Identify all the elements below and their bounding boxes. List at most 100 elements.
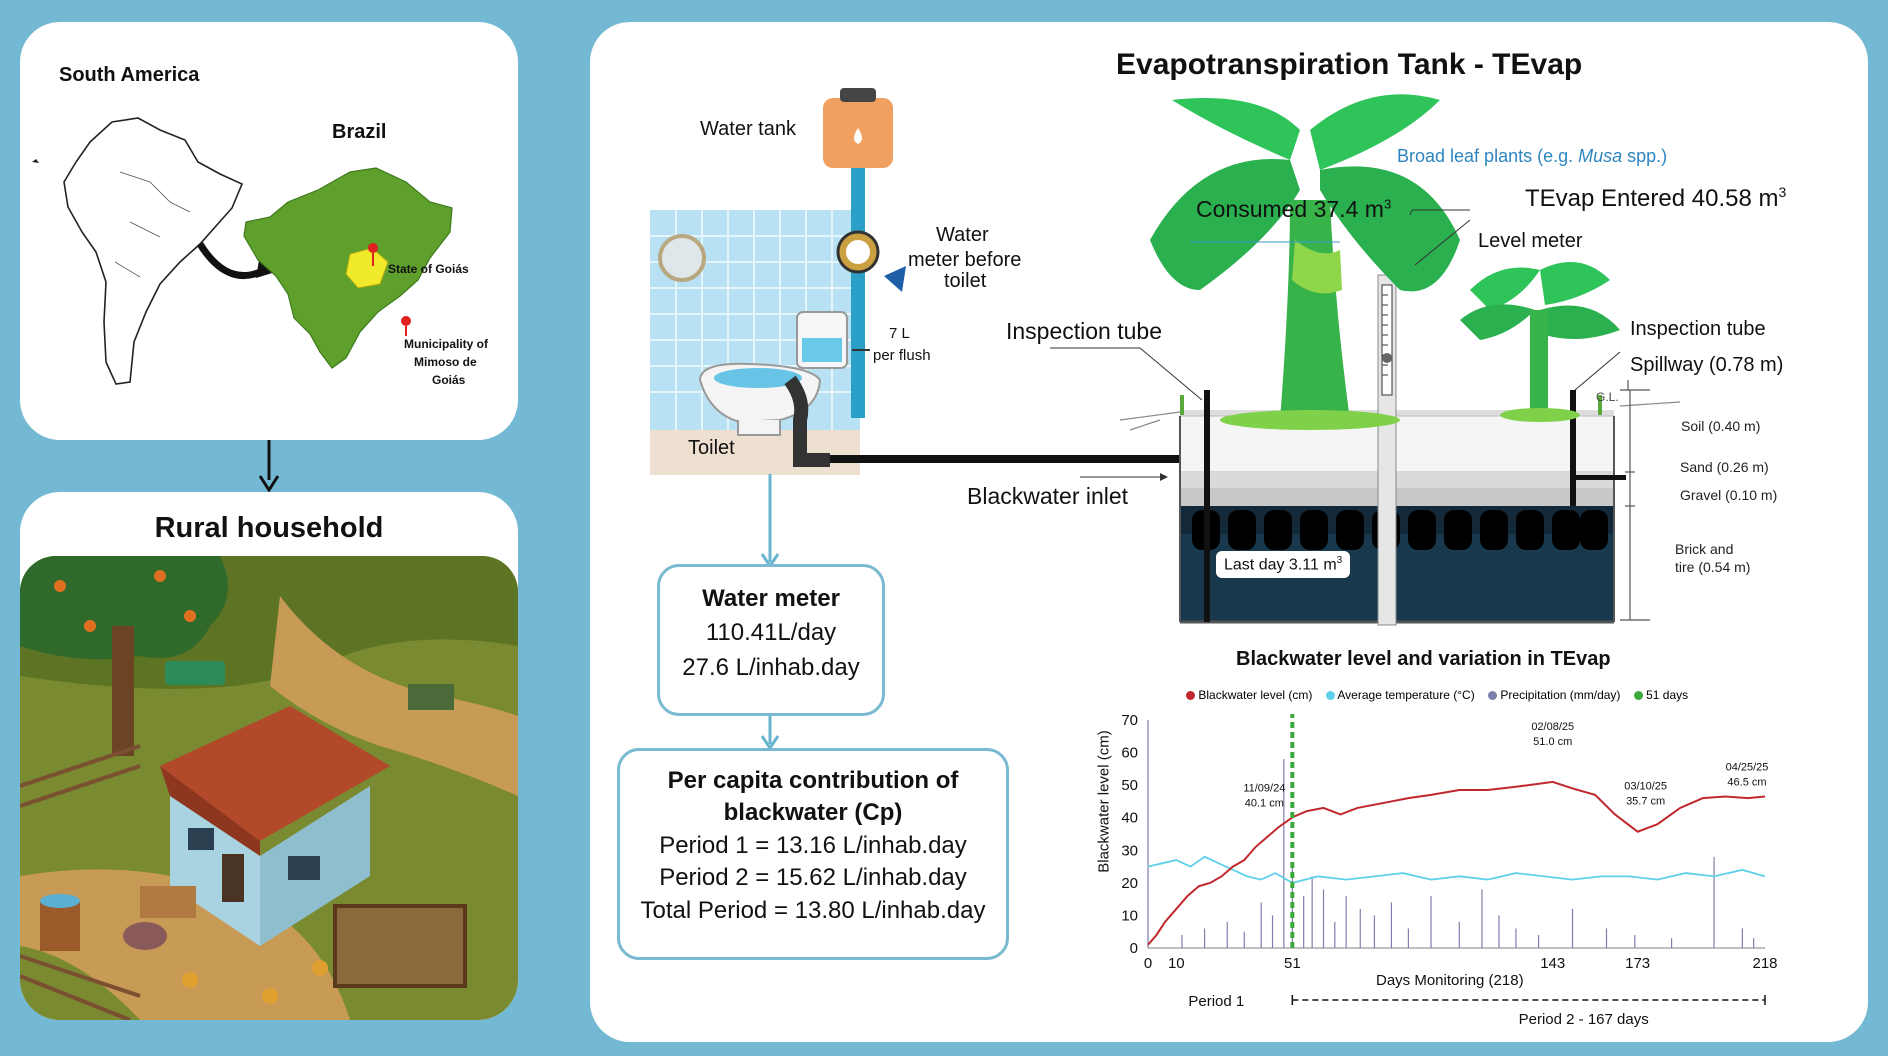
- inspection-tube-left-label: Inspection tube: [1006, 318, 1163, 344]
- temperature-line: [1147, 855, 1766, 884]
- annotation-value: 40.1 cm: [1245, 797, 1284, 809]
- water-meter-daily: 110.41L/day: [705, 619, 837, 647]
- chart-xlabel: Days Monitoring (218): [1376, 972, 1524, 989]
- tank-body: [1179, 410, 1615, 624]
- entered-unit-exp: 3: [1778, 184, 1787, 200]
- map-panel: South America Brazil State of Goiás Muni…: [20, 22, 518, 440]
- per-capita-total: Total Period = 13.80 L/inhab.day: [640, 896, 986, 924]
- water-meter-label-2: meter before: [908, 249, 1022, 271]
- flush-volume-unit: per flush: [873, 347, 931, 364]
- annotation-value: 35.7 cm: [1626, 796, 1665, 808]
- map-to-household-arrow: [258, 440, 280, 493]
- tevap-title: Evapotranspiration Tank - TEvap: [1116, 48, 1583, 81]
- annotation-value: 46.5 cm: [1727, 777, 1766, 789]
- y-tick-label: 70: [1121, 712, 1138, 729]
- flush-volume-label: 7 L: [889, 325, 910, 342]
- y-tick-label: 50: [1121, 777, 1138, 794]
- inspection-tube-right: [1570, 390, 1576, 506]
- y-tick-label: 0: [1130, 940, 1138, 957]
- brick-layer-label-1: Brick and: [1675, 541, 1734, 557]
- spillway-pipe: [1576, 475, 1626, 480]
- annotation-date: 03/10/25: [1624, 781, 1667, 793]
- consumed-value: Consumed 37.4 m: [1196, 196, 1384, 222]
- legend-temp: Average temperature (°C): [1337, 688, 1475, 702]
- x-tick-label: 173: [1625, 955, 1650, 972]
- state-label: State of Goiás: [388, 262, 469, 276]
- annotation-date: 02/08/25: [1531, 721, 1574, 733]
- chart-title: Blackwater level and variation in TEvap: [1236, 648, 1611, 670]
- state-pin-icon: [368, 243, 378, 253]
- entered-value: TEvap Entered 40.58 m: [1525, 185, 1779, 212]
- x-tick-label: 143: [1540, 955, 1565, 972]
- legend-day51-swatch: [1633, 691, 1643, 701]
- water-tank-label: Water tank: [700, 118, 796, 140]
- legend-temp-swatch: [1325, 691, 1335, 701]
- municipality-pin-icon: [401, 316, 411, 326]
- municipality-label-1: Municipality of: [404, 337, 488, 351]
- consumed-unit-exp: 3: [1383, 196, 1392, 212]
- legend-level-swatch: [1186, 691, 1195, 701]
- y-tick-label: 60: [1121, 745, 1138, 762]
- country-label: Brazil: [332, 121, 387, 143]
- map-illustration: [32, 117, 453, 385]
- y-tick-label: 30: [1121, 842, 1138, 859]
- per-capita-box: Per capita contribution of blackwater (C…: [617, 748, 1009, 960]
- water-meter-per-capita: 27.6 L/inhab.day: [682, 653, 860, 681]
- soil-layer-label: Soil (0.40 m): [1681, 418, 1761, 434]
- toilet-system-illustration: [650, 88, 906, 480]
- consumed-label: Consumed 37.4 m3: [1196, 196, 1391, 223]
- water-meter-title: Water meter: [702, 585, 840, 612]
- annotation-date: 04/25/25: [1726, 762, 1769, 774]
- annotation-date: 11/09/24: [1243, 782, 1285, 794]
- blackwater-level-line: [1147, 780, 1766, 946]
- drain-pipe: [784, 375, 830, 467]
- gravel-layer-label: Gravel (0.10 m): [1680, 487, 1778, 503]
- blackwater-inlet-pipe: [830, 455, 1230, 463]
- x-tick-label: 218: [1752, 955, 1777, 972]
- brick-layer-label-2: tire (0.54 m): [1675, 559, 1751, 575]
- broad-leaf-plant-large: [1150, 94, 1460, 430]
- inspection-tube-left: [1204, 390, 1210, 622]
- broad-leaf-plant-small: [1460, 262, 1620, 422]
- legend-precip: Precipitation (mm/day): [1500, 688, 1621, 702]
- last-day-label: Last day 3.11 m3: [1216, 551, 1351, 579]
- plants-label-suffix: spp.): [1622, 146, 1668, 166]
- mirror-icon: [658, 234, 706, 282]
- household-illustration: [20, 556, 518, 1020]
- x-tick-label: 51: [1284, 955, 1301, 972]
- municipality-label-2: Mimoso de: [414, 355, 477, 369]
- toilet-label: Toilet: [688, 437, 735, 459]
- blackwater-inlet-label: Blackwater inlet: [967, 483, 1129, 509]
- supply-pipe: [851, 168, 865, 418]
- spillway-label: Spillway (0.78 m): [1630, 354, 1784, 376]
- legend-level: Blackwater level (cm): [1198, 688, 1313, 702]
- y-tick-label: 10: [1121, 907, 1138, 924]
- annotation-value: 51.0 cm: [1533, 736, 1572, 748]
- per-capita-period-2: Period 2 = 15.62 L/inhab.day: [659, 864, 967, 892]
- chart-legend: Blackwater level (cm) Average temperatur…: [1186, 688, 1688, 702]
- legend-precip-swatch: [1488, 691, 1498, 701]
- per-capita-title-1: Per capita contribution of: [667, 767, 959, 794]
- entered-label: TEvap Entered 40.58 m3: [1525, 184, 1786, 213]
- water-meter-box: Water meter 110.41L/day 27.6 L/inhab.day: [657, 564, 885, 716]
- x-tick-label: 10: [1168, 955, 1185, 972]
- household-panel: Rural household: [20, 492, 518, 1020]
- per-capita-period-1: Period 1 = 13.16 L/inhab.day: [659, 831, 967, 859]
- legend-day51: 51 days: [1646, 688, 1689, 702]
- y-tick-label: 40: [1121, 810, 1138, 827]
- plants-species: Musa: [1578, 146, 1623, 166]
- municipality-label-3: Goiás: [432, 373, 466, 387]
- household-title: Rural household: [154, 512, 384, 544]
- sand-layer-label: Sand (0.26 m): [1680, 459, 1769, 475]
- x-tick-label: 0: [1144, 955, 1152, 972]
- continent-label: South America: [59, 64, 200, 86]
- ground-level-label: G.L.: [1596, 390, 1619, 404]
- inspection-tube-right-label: Inspection tube: [1630, 318, 1766, 340]
- per-capita-title-2: blackwater (Cp): [723, 799, 903, 827]
- last-day-value: Last day 3.11 m: [1224, 556, 1337, 574]
- water-meter-label-3: toilet: [944, 270, 987, 292]
- floor: [650, 430, 860, 475]
- plants-label-prefix: Broad leaf plants (e.g.: [1397, 146, 1579, 166]
- plants-label: Broad leaf plants (e.g. Musa spp.): [1397, 146, 1667, 167]
